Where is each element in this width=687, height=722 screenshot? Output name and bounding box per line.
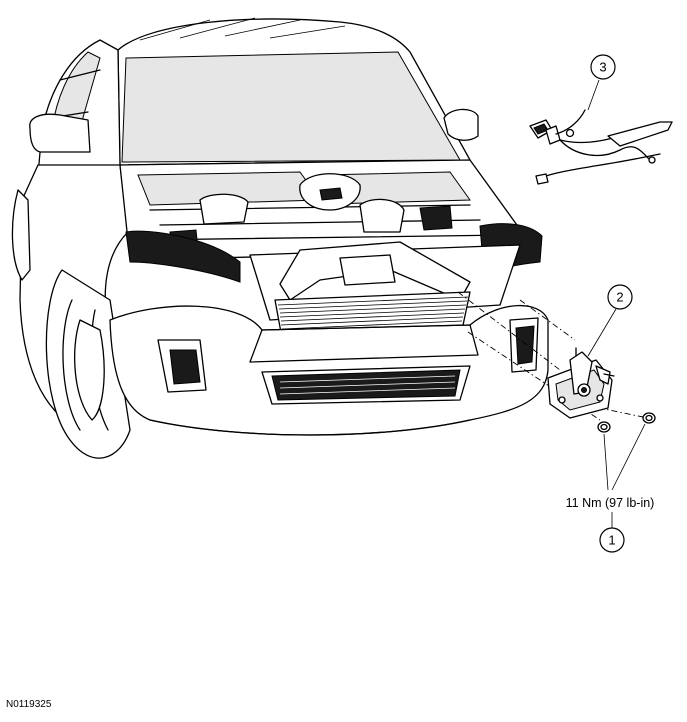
callout-3-label: 3 [599,60,606,75]
vehicle-front-illustration [11,17,549,459]
torque-leader-lines [603,423,646,491]
release-cable-illustration [529,109,673,185]
bolt-illustration [597,412,656,433]
callout-2: 2 [587,284,633,357]
hood-latch-illustration [547,347,615,419]
callout-1-circle [599,527,625,553]
callout-3-circle [590,54,616,80]
callout-2-circle [607,284,633,310]
torque-spec: 11 Nm (97 lb-in) [566,496,655,510]
callout-3: 3 [587,54,616,111]
callout-2-label: 2 [616,290,623,305]
alignment-dashed-lines [457,291,649,421]
callout-1: 1 [599,512,625,553]
callout-1-label: 1 [608,533,615,548]
figure-reference: N0119325 [6,699,52,710]
